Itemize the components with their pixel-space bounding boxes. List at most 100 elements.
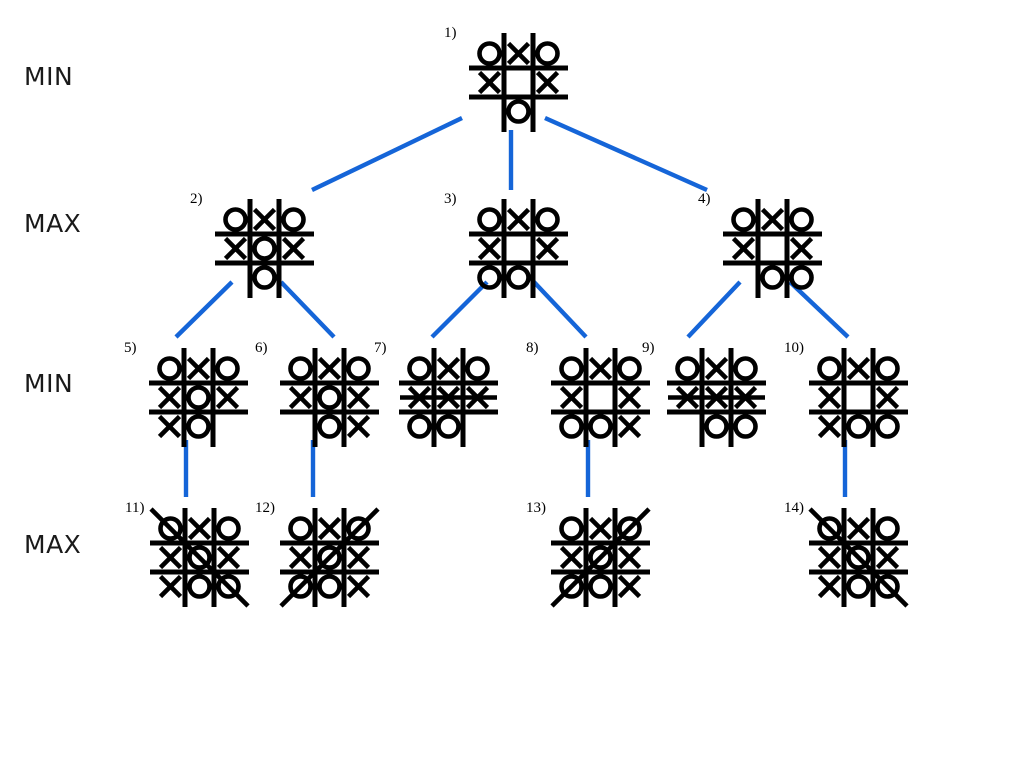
mark-o-cell-1 <box>158 516 183 541</box>
game-state-node-12[interactable]: 12) <box>255 501 382 610</box>
mark-o-cell-5 <box>317 385 342 410</box>
node-number-8: 8) <box>526 340 539 356</box>
mark-o-cell-1 <box>288 356 313 381</box>
mark-o-cell-8 <box>704 414 729 439</box>
level-label-max-4: MAX <box>24 530 82 559</box>
winning-line-diag-main <box>808 507 909 608</box>
tic-tac-toe-board-4 <box>720 196 825 301</box>
mark-o-cell-8 <box>846 574 871 599</box>
mark-x-cell-4 <box>559 545 584 570</box>
game-state-node-13[interactable]: 13) <box>526 501 653 610</box>
mark-o-cell-5 <box>187 545 212 570</box>
game-state-node-14[interactable]: 14) <box>784 501 911 610</box>
mark-x-cell-4 <box>288 545 313 570</box>
mark-x-cell-6 <box>789 236 814 261</box>
mark-o-cell-7 <box>477 265 502 290</box>
mark-o-cell-1 <box>477 207 502 232</box>
node-number-6: 6) <box>255 340 268 356</box>
winning-line-diag-anti <box>279 507 380 608</box>
grid-lines <box>551 508 650 607</box>
tic-tac-toe-board-2 <box>212 196 317 301</box>
game-state-node-9[interactable]: 9) <box>642 341 769 450</box>
board-grid <box>808 507 909 608</box>
mark-o-cell-9 <box>875 574 900 599</box>
mark-x-cell-9 <box>617 414 642 439</box>
mark-x-cell-2 <box>317 356 342 381</box>
level-label-max-2: MAX <box>24 209 82 238</box>
game-state-node-3[interactable]: 3) <box>444 192 571 301</box>
mark-x-cell-6 <box>215 385 240 410</box>
mark-o-cell-3 <box>875 356 900 381</box>
game-state-node-6[interactable]: 6) <box>255 341 382 450</box>
grid-lines <box>215 199 314 298</box>
mark-o-cell-8 <box>187 574 212 599</box>
winning-line-diag-main <box>149 507 250 608</box>
mark-o-cell-1 <box>675 356 700 381</box>
mark-x-cell-2 <box>506 207 531 232</box>
game-state-node-1[interactable]: 1) <box>444 26 571 135</box>
mark-o-cell-8 <box>317 574 342 599</box>
node-number-9: 9) <box>642 340 655 356</box>
tic-tac-toe-board-5 <box>146 345 251 450</box>
mark-x-cell-2 <box>760 207 785 232</box>
mark-x-cell-2 <box>317 516 342 541</box>
node-number-3: 3) <box>444 191 457 207</box>
game-state-node-7[interactable]: 7) <box>374 341 501 450</box>
mark-o-cell-8 <box>436 414 461 439</box>
node-number-13: 13) <box>526 500 546 516</box>
mark-o-cell-3 <box>617 516 642 541</box>
mark-x-cell-9 <box>617 574 642 599</box>
mark-x-cell-4 <box>158 545 183 570</box>
mark-x-cell-2 <box>506 41 531 66</box>
edge-4-to-10 <box>788 280 850 339</box>
mark-o-cell-3 <box>216 516 241 541</box>
game-state-node-8[interactable]: 8) <box>526 341 653 450</box>
mark-x-cell-4 <box>477 236 502 261</box>
mark-o-cell-1 <box>559 356 584 381</box>
mark-o-cell-1 <box>223 207 248 232</box>
edge-1-to-2 <box>311 116 463 192</box>
mark-o-cell-3 <box>281 207 306 232</box>
mark-o-cell-8 <box>588 574 613 599</box>
node-number-5: 5) <box>124 340 137 356</box>
node-number-7: 7) <box>374 340 387 356</box>
mark-o-cell-3 <box>346 356 371 381</box>
mark-o-cell-1 <box>817 516 842 541</box>
game-state-node-11[interactable]: 11) <box>125 501 252 610</box>
mark-o-cell-7 <box>559 574 584 599</box>
mark-o-cell-8 <box>252 265 277 290</box>
edge-3-to-8 <box>532 280 588 339</box>
mark-o-cell-3 <box>535 41 560 66</box>
mark-x-cell-4 <box>223 236 248 261</box>
mark-o-cell-3 <box>215 356 240 381</box>
game-state-node-2[interactable]: 2) <box>190 192 317 301</box>
mark-o-cell-3 <box>346 516 371 541</box>
mark-o-cell-5 <box>588 545 613 570</box>
board-grid <box>551 348 650 447</box>
mark-o-cell-8 <box>760 265 785 290</box>
mark-o-cell-5 <box>317 545 342 570</box>
mark-x-cell-7 <box>817 574 842 599</box>
mark-x-cell-6 <box>346 385 371 410</box>
board-grid <box>809 348 908 447</box>
grid-lines <box>280 508 379 607</box>
grid-lines <box>150 508 249 607</box>
tic-tac-toe-board-12 <box>277 505 382 610</box>
mark-x-cell-2 <box>846 516 871 541</box>
mark-o-cell-8 <box>186 414 211 439</box>
mark-x-cell-2 <box>187 516 212 541</box>
mark-o-cell-7 <box>407 414 432 439</box>
board-grid <box>280 348 379 447</box>
winning-line-diag-anti <box>550 507 651 608</box>
tic-tac-toe-board-8 <box>548 345 653 450</box>
board-grid <box>279 507 380 608</box>
game-state-node-4[interactable]: 4) <box>698 192 825 301</box>
mark-x-cell-9 <box>346 414 371 439</box>
game-state-node-5[interactable]: 5) <box>124 341 251 450</box>
grid-lines <box>551 348 650 447</box>
mark-o-cell-3 <box>733 356 758 381</box>
mark-o-cell-1 <box>731 207 756 232</box>
game-state-node-10[interactable]: 10) <box>784 341 911 450</box>
board-grid <box>215 199 314 298</box>
grid-lines <box>469 33 568 132</box>
